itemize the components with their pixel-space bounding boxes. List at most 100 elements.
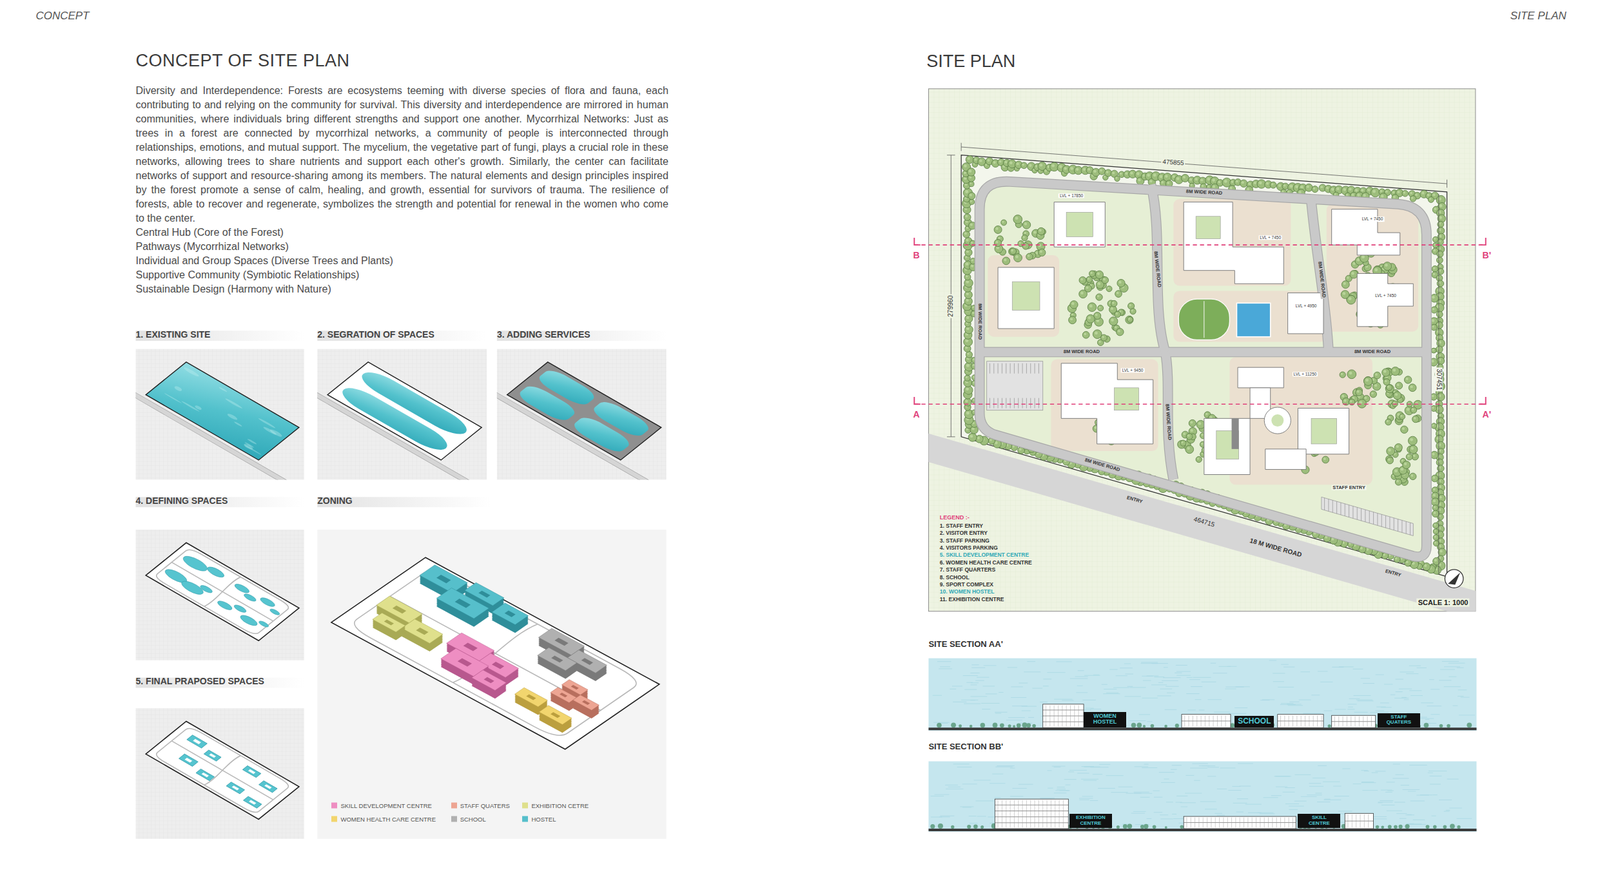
tree-core [1361, 255, 1365, 259]
water-spot [182, 366, 200, 378]
tree-core [1200, 178, 1203, 182]
tree-core [1410, 385, 1414, 389]
tree-core [1387, 448, 1392, 452]
tree [1014, 253, 1023, 263]
tree-core [1086, 286, 1089, 289]
tree-core [969, 182, 972, 185]
parking-stall [1038, 363, 1040, 409]
block-court [559, 692, 568, 698]
tree-core [965, 190, 969, 194]
sky-texture [1043, 678, 1052, 680]
tree-core [1012, 445, 1015, 449]
sky-texture [1353, 695, 1372, 697]
block-court [248, 769, 256, 775]
zone-block [550, 687, 577, 704]
sky-texture [970, 696, 987, 697]
plaza [1050, 359, 1158, 452]
tree-core [1353, 262, 1356, 265]
tree-core [1320, 185, 1323, 189]
tree-core [1431, 319, 1435, 322]
tree-core [1016, 162, 1020, 166]
road-edge [1151, 185, 1166, 353]
water-spot [257, 417, 277, 429]
tree-core [1375, 373, 1378, 376]
tree-core [1022, 163, 1025, 166]
tree-core [1182, 175, 1186, 179]
tree [1339, 371, 1346, 378]
block-court [201, 772, 209, 778]
tree-core [1206, 177, 1210, 182]
sky-texture [1162, 677, 1181, 679]
tree-core [1114, 326, 1118, 329]
tree-core [965, 376, 968, 379]
sky-texture [1142, 698, 1158, 699]
tree-core [1402, 427, 1405, 430]
tree-core [1396, 383, 1400, 387]
sky-texture [1129, 687, 1146, 688]
space-circle [237, 613, 260, 628]
tree-core [965, 387, 969, 391]
tree [1433, 535, 1439, 541]
tree-core [1404, 462, 1407, 466]
tree-core [1427, 194, 1430, 197]
tree [1436, 311, 1443, 318]
tree [1433, 540, 1439, 547]
site-parallelogram [401, 619, 443, 644]
tree [1013, 215, 1023, 225]
tree [1438, 548, 1446, 557]
tree-core [972, 364, 976, 367]
space-blob [335, 383, 454, 455]
tree [1393, 391, 1401, 400]
tree-core [972, 375, 975, 378]
tree-core [1386, 420, 1389, 423]
tree [1185, 445, 1194, 454]
tree [1106, 286, 1113, 293]
tree-core [1003, 258, 1007, 262]
tree-core [1364, 397, 1368, 400]
parking-stall [1393, 518, 1395, 531]
tree-core [1438, 419, 1441, 422]
tree-core [1395, 393, 1398, 396]
field-line [1203, 301, 1205, 338]
road-fill [497, 357, 667, 480]
tree-core [1433, 193, 1436, 196]
block-court [436, 575, 451, 584]
tree [1116, 328, 1125, 336]
tree [1412, 415, 1420, 423]
tree-core [1411, 197, 1414, 200]
tree-core [970, 264, 974, 268]
sky-texture [1141, 662, 1158, 663]
tree-core [1432, 349, 1435, 352]
tree-core [1392, 191, 1396, 195]
tree-core [1010, 249, 1014, 253]
tree-core [1346, 194, 1348, 196]
north-arrow [1444, 569, 1463, 589]
sky-texture [1157, 695, 1171, 697]
tree [1188, 419, 1196, 427]
site-plan-drawing [914, 88, 1490, 625]
space-block [203, 750, 222, 762]
courtyard [1311, 418, 1337, 445]
plaza [1229, 357, 1373, 485]
tree-core [1384, 263, 1388, 267]
tree-core [1082, 167, 1087, 171]
block-court [264, 784, 272, 790]
tree-core [977, 437, 980, 440]
tree-core [1266, 182, 1269, 186]
tree [1114, 175, 1120, 182]
sky-texture [982, 685, 995, 687]
tree [1021, 235, 1028, 242]
tree [1373, 371, 1381, 380]
block-court [248, 800, 256, 805]
tree-core [1438, 414, 1441, 417]
parking-stall [1336, 501, 1337, 514]
panel-drawing [145, 542, 300, 641]
parking [1321, 497, 1414, 536]
sky-texture [1077, 670, 1085, 672]
tree-core [1112, 171, 1115, 175]
tree-core [1385, 190, 1388, 194]
tree-core [972, 312, 975, 314]
space-circle [258, 596, 278, 608]
parking-stall [1005, 363, 1007, 409]
tree-core [1190, 421, 1193, 425]
